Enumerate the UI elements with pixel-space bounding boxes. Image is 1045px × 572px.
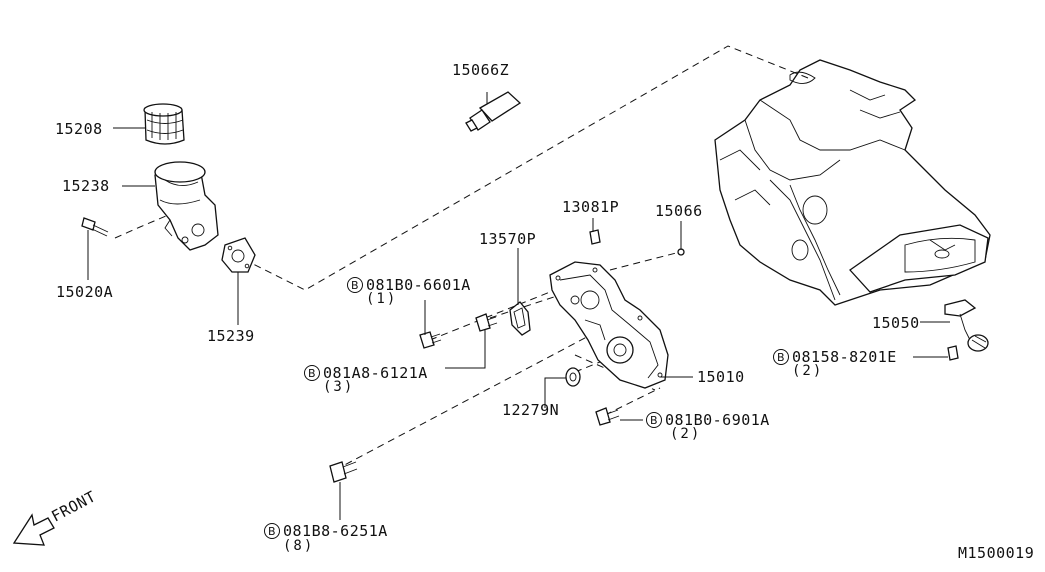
- plug-13081P-drawing: [589, 229, 601, 245]
- oil-strainer-drawing: [944, 299, 989, 361]
- front-label: FRONT: [48, 487, 99, 525]
- bolt-qty: (1): [366, 291, 397, 307]
- bolt-symbol: B: [351, 279, 359, 292]
- gasket-13570P-drawing: [509, 301, 531, 336]
- callout-bolt-1: B 081B0-6601A (1): [347, 276, 471, 307]
- bolt-qty: (2): [670, 426, 701, 442]
- callout-bolt-4: B 081B8-6251A (8): [264, 522, 388, 554]
- bolt-symbol: B: [777, 351, 785, 364]
- bolt-15020A-drawing: [81, 217, 109, 237]
- label-15066: 15066: [655, 202, 703, 220]
- callout-bolt-3: B 081B0-6901A (2): [646, 411, 770, 442]
- bolt-qty: (2): [792, 363, 823, 379]
- label-15050: 15050: [872, 314, 920, 332]
- front-arrow: FRONT: [12, 487, 99, 546]
- engine-block-drawing: [714, 59, 991, 306]
- filter-bracket-drawing: [154, 161, 219, 251]
- bolt-qty: (3): [323, 379, 354, 395]
- bolt-drawings: [329, 313, 620, 483]
- label-13570P: 13570P: [479, 230, 536, 248]
- label-15238: 15238: [62, 177, 110, 195]
- bolt-symbol: B: [650, 414, 658, 427]
- oil-seal-drawing: [565, 367, 581, 387]
- label-15020A: 15020A: [56, 283, 113, 301]
- bolt-symbol: B: [308, 367, 316, 380]
- bolt-code: 081A8-6121A: [323, 364, 428, 382]
- bolt-code: 081B0-6901A: [665, 411, 770, 429]
- bolt-symbol: B: [268, 525, 276, 538]
- bolt-code: 081B8-6251A: [283, 522, 388, 540]
- label-15066Z: 15066Z: [452, 61, 509, 79]
- callout-bolt-5: B 08158-8201E (2): [773, 348, 897, 379]
- label-12279N: 12279N: [502, 401, 559, 419]
- bolt-code: 081B0-6601A: [366, 276, 471, 294]
- gasket-15239-drawing: [221, 237, 256, 273]
- solid-leaders: [87, 92, 950, 520]
- dashed-leaders: [114, 45, 809, 471]
- label-15010: 15010: [697, 368, 745, 386]
- figure-code: M1500019: [958, 544, 1034, 562]
- bolt-qty: (8): [283, 538, 314, 554]
- label-15239: 15239: [207, 327, 255, 345]
- sealant-tube-drawing: [465, 91, 522, 132]
- label-13081P: 13081P: [562, 198, 619, 216]
- front-cover-drawing: [549, 261, 669, 389]
- callout-bolt-2: B 081A8-6121A (3): [304, 364, 428, 395]
- label-15208: 15208: [55, 120, 103, 138]
- oil-filter-drawing: [143, 103, 185, 145]
- bolt-code: 08158-8201E: [792, 348, 897, 366]
